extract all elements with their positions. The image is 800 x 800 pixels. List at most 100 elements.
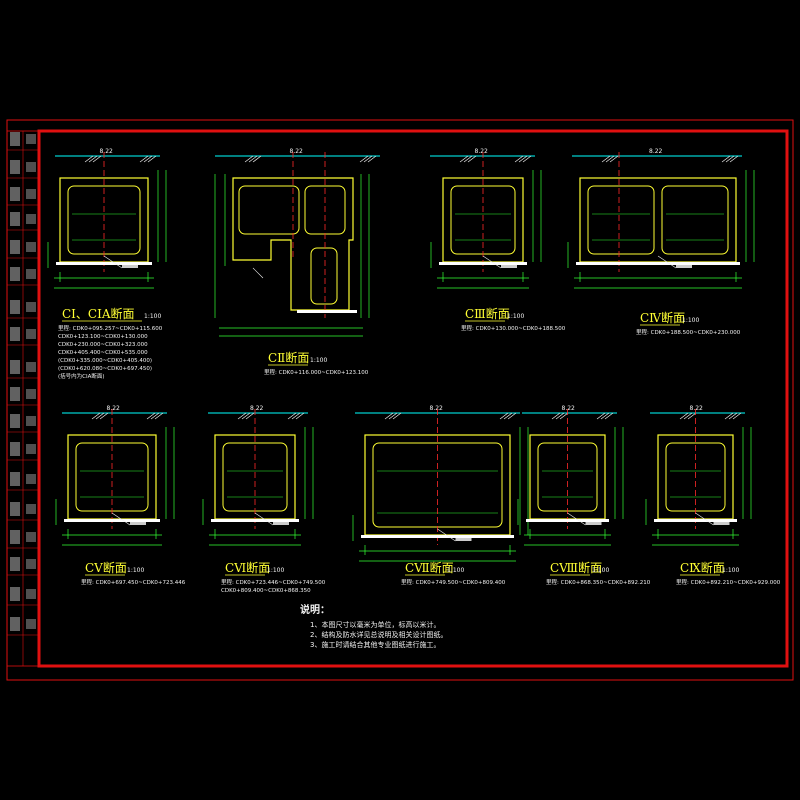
section-title: CⅥ断面 bbox=[225, 560, 270, 575]
leader-note-mark bbox=[713, 522, 730, 525]
ground-hatch bbox=[604, 412, 614, 420]
title-block-mark-8 bbox=[10, 360, 20, 374]
title-block-mark-b-0 bbox=[26, 134, 36, 144]
outer-wall bbox=[232, 177, 354, 311]
leader-line bbox=[657, 255, 677, 269]
title-block-mark-b-11 bbox=[26, 444, 36, 454]
title-block-mark-b-5 bbox=[26, 269, 36, 279]
title-block-mark-b-9 bbox=[26, 389, 36, 399]
ground-hatch bbox=[154, 412, 164, 420]
notes-heading: 说明： bbox=[300, 603, 330, 616]
ground-hatch bbox=[605, 155, 615, 163]
section-station: 里程: CDK0+697.450~CDK0+723.446 bbox=[81, 578, 186, 586]
title-block-mark-14 bbox=[10, 530, 20, 544]
ground-hatch bbox=[559, 412, 569, 420]
title-block-mark-b-14 bbox=[26, 532, 36, 542]
inner-cell bbox=[587, 185, 655, 255]
ground-hatch bbox=[503, 412, 513, 420]
section-station: CDK0+230.000~CDK0+323.000 bbox=[58, 342, 148, 348]
section-scale: 1:100 bbox=[447, 567, 464, 574]
title-block-mark-9 bbox=[10, 387, 20, 401]
ground-hatch bbox=[729, 155, 739, 163]
ground-hatch bbox=[514, 155, 524, 163]
title-block-mark-b-17 bbox=[26, 619, 36, 629]
title-block-mark-b-1 bbox=[26, 162, 36, 172]
title-block-mark-0 bbox=[10, 132, 20, 146]
title-block-mark-3 bbox=[10, 212, 20, 226]
base-slab bbox=[64, 519, 160, 522]
section-station: CDK0+809.400~CDK0+868.350 bbox=[221, 588, 311, 594]
base-slab bbox=[56, 262, 152, 265]
top-elevation-label: 8.22 bbox=[649, 148, 663, 155]
title-block-mark-13 bbox=[10, 502, 20, 516]
title-block-mark-b-13 bbox=[26, 504, 36, 514]
section-scale: 1:100 bbox=[682, 317, 699, 324]
top-elevation-label: 8.22 bbox=[100, 148, 114, 155]
section-scale: 1:100 bbox=[722, 567, 739, 574]
ground-hatch bbox=[287, 412, 297, 420]
ground-hatch bbox=[467, 155, 477, 163]
ground-hatch bbox=[687, 412, 697, 420]
leader-note-mark bbox=[455, 538, 472, 541]
top-elevation-label: 8.22 bbox=[107, 405, 121, 412]
title-block-mark-5 bbox=[10, 267, 20, 281]
section-station: 里程: CDK0+723.446~CDK0+749.500 bbox=[221, 578, 326, 586]
ground-hatch bbox=[367, 155, 377, 163]
section-title: CⅠ、CⅠA断面 bbox=[62, 306, 135, 321]
title-block-mark-b-12 bbox=[26, 474, 36, 484]
ground-hatch bbox=[237, 412, 247, 420]
section-scale: 1:100 bbox=[127, 567, 144, 574]
section-title: CⅧ断面 bbox=[550, 560, 602, 575]
inner-cell bbox=[310, 247, 338, 305]
section-station: 里程: CDK0+749.500~CDK0+809.400 bbox=[401, 578, 506, 586]
ground-hatch bbox=[384, 412, 394, 420]
leader-line bbox=[103, 255, 123, 269]
title-block-mark-6 bbox=[10, 300, 20, 314]
leader-line bbox=[437, 528, 456, 542]
title-block-mark-b-3 bbox=[26, 214, 36, 224]
inner-cell bbox=[661, 185, 729, 255]
ground-hatch bbox=[522, 155, 532, 163]
top-elevation-label: 8.22 bbox=[430, 405, 444, 412]
title-block-mark-b-4 bbox=[26, 242, 36, 252]
ground-hatch bbox=[499, 412, 509, 420]
ground-hatch bbox=[147, 155, 157, 163]
title-block-mark-b-16 bbox=[26, 589, 36, 599]
leader-line bbox=[254, 512, 274, 526]
top-elevation-label: 8.22 bbox=[290, 148, 304, 155]
leader-line bbox=[567, 512, 586, 526]
section-title: CⅢ断面 bbox=[465, 306, 510, 321]
section-scale: 1:100 bbox=[310, 357, 327, 364]
ground-hatch bbox=[143, 155, 153, 163]
ground-hatch bbox=[252, 155, 262, 163]
section-scale: 1:100 bbox=[267, 567, 284, 574]
leader-note-mark bbox=[585, 522, 602, 525]
ground-hatch bbox=[721, 155, 731, 163]
leader-note-mark bbox=[501, 265, 517, 268]
title-block-mark-10 bbox=[10, 414, 20, 428]
section-scale: 1:100 bbox=[592, 567, 609, 574]
section-station: 里程: CDK0+892.210~CDK0+929.000 bbox=[676, 578, 781, 586]
section-title: CⅣ断面 bbox=[640, 310, 685, 325]
leader-note-mark bbox=[130, 522, 146, 525]
title-block-mark-1 bbox=[10, 160, 20, 174]
section-station: 里程: CDK0+116.000~CDK0+123.100 bbox=[264, 368, 369, 376]
ground-hatch bbox=[248, 155, 258, 163]
title-block-mark-b-2 bbox=[26, 189, 36, 199]
section-station: CDK0+123.100~CDK0+130.000 bbox=[58, 334, 148, 340]
ground-hatch bbox=[679, 412, 689, 420]
title-block-mark-7 bbox=[10, 327, 20, 341]
section-title: CⅨ断面 bbox=[680, 560, 725, 575]
base-slab bbox=[297, 310, 357, 313]
ground-hatch bbox=[95, 412, 105, 420]
ground-hatch bbox=[91, 412, 101, 420]
ground-hatch bbox=[139, 155, 149, 163]
section-title: CⅡ断面 bbox=[268, 350, 309, 365]
title-block-mark-b-8 bbox=[26, 362, 36, 372]
title-block-mark-4 bbox=[10, 240, 20, 254]
